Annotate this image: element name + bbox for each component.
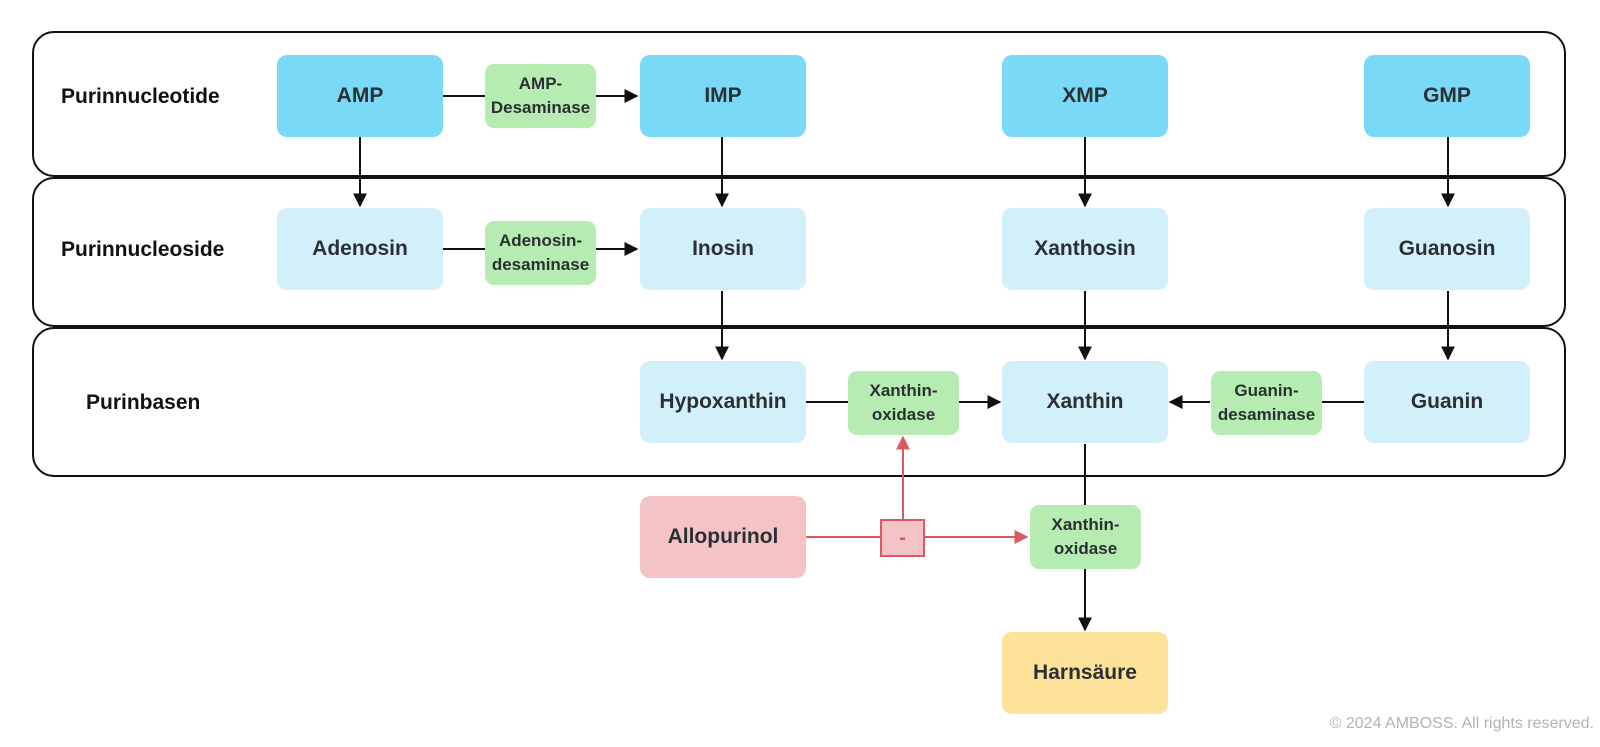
node-xanthin: Xanthin <box>1002 361 1168 443</box>
band-label-purinbasen: Purinbasen <box>86 391 201 414</box>
band-label-purinnucleoside: Purinnucleoside <box>61 238 225 261</box>
node-xanthosin: Xanthosin <box>1002 208 1168 290</box>
node-imp: IMP <box>640 55 806 137</box>
node-adenosin: Adenosin <box>277 208 443 290</box>
node-amp: AMP <box>277 55 443 137</box>
enzyme-xanthinoxidase-2: Xanthin- oxidase <box>1030 505 1141 569</box>
copyright-notice: © 2024 AMBOSS. All rights reserved. <box>1329 715 1594 732</box>
node-xmp: XMP <box>1002 55 1168 137</box>
inhibition-symbol: - <box>880 519 925 557</box>
node-harnsaeure: Harnsäure <box>1002 632 1168 714</box>
node-guanosin: Guanosin <box>1364 208 1530 290</box>
enzyme-guanin-desaminase: Guanin- desaminase <box>1211 371 1322 435</box>
enzyme-adenosin-desaminase: Adenosin- desaminase <box>485 221 596 285</box>
node-inosin: Inosin <box>640 208 806 290</box>
node-guanin: Guanin <box>1364 361 1530 443</box>
enzyme-amp-desaminase: AMP- Desaminase <box>485 64 596 128</box>
enzyme-xanthinoxidase-1: Xanthin- oxidase <box>848 371 959 435</box>
node-gmp: GMP <box>1364 55 1530 137</box>
node-hypoxanthin: Hypoxanthin <box>640 361 806 443</box>
band-label-purinnucleotide: Purinnucleotide <box>61 85 220 108</box>
node-allopurinol: Allopurinol <box>640 496 806 578</box>
